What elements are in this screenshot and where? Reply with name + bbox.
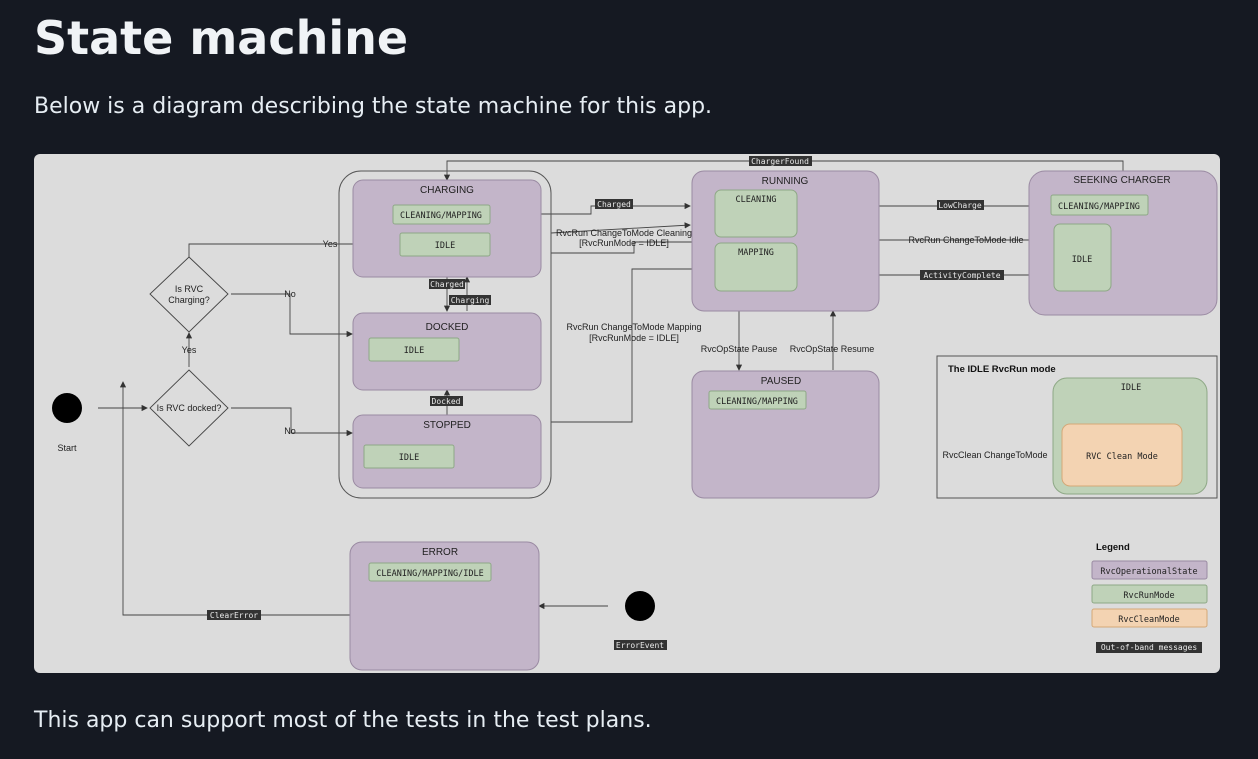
yes-label-mid: Yes bbox=[182, 345, 197, 355]
op-pause-label: RvcOpState Pause bbox=[701, 344, 778, 354]
cmd-cleaning-line1: RvcRun ChangeToMode Cleaning bbox=[556, 228, 692, 238]
rvc-clean-mode-label: RVC Clean Mode bbox=[1086, 452, 1158, 462]
mode-paused-cleaning-mapping-label: CLEANING/MAPPING bbox=[716, 397, 798, 407]
mode-seeking-cleaning-mapping bbox=[1050, 194, 1149, 216]
op-resume-label: RvcOpState Resume bbox=[790, 344, 875, 354]
legend-run-mode bbox=[1091, 584, 1208, 604]
state-running: RUNNING CLEANING MAPPING bbox=[691, 170, 880, 312]
legend-clean-mode bbox=[1091, 608, 1208, 628]
state-machine-svg: CHARGING CLEANING/MAPPING IDLE DOCKED ID… bbox=[52, 156, 1218, 671]
mode-docked-idle-label: IDLE bbox=[404, 346, 424, 356]
event-activity-complete-label: ActivityComplete bbox=[923, 271, 1000, 280]
event-error-event: ErrorEvent bbox=[614, 640, 667, 650]
mode-docked-idle bbox=[368, 337, 460, 362]
mode-seeking-idle bbox=[1053, 223, 1112, 292]
decision-charging-line2: Charging? bbox=[168, 295, 210, 305]
legend-title: Legend bbox=[1096, 542, 1130, 553]
idle-mode-container-label: IDLE bbox=[1121, 383, 1141, 393]
page-title: State machine bbox=[34, 11, 409, 65]
error-event-node bbox=[625, 591, 655, 621]
state-docked: DOCKED IDLE bbox=[352, 312, 542, 391]
outro-paragraph: This app can support most of the tests i… bbox=[34, 708, 652, 733]
state-machine-diagram: CHARGING CLEANING/MAPPING IDLE DOCKED ID… bbox=[34, 154, 1220, 673]
decision-docked-label: Is RVC docked? bbox=[157, 403, 222, 413]
event-clear-error-label: ClearError bbox=[210, 611, 258, 620]
legend-run-mode-label: RvcRunMode bbox=[1123, 591, 1174, 601]
legend-clean-mode-label: RvcCleanMode bbox=[1118, 615, 1179, 625]
decision-is-rvc-docked: Is RVC docked? bbox=[149, 369, 229, 447]
state-seeking-charger-label: SEEKING CHARGER bbox=[1073, 175, 1170, 186]
legend: Legend RvcOperationalState RvcRunMode Rv… bbox=[1091, 542, 1208, 653]
idle-mode-box-title: The IDLE RvcRun mode bbox=[948, 364, 1056, 375]
state-error-label: ERROR bbox=[422, 547, 458, 558]
no-label-bottom: No bbox=[284, 426, 296, 436]
no-label-top: No bbox=[284, 289, 296, 299]
mode-running-mapping-label: MAPPING bbox=[738, 248, 774, 258]
mode-error-cleaning-mapping-idle-label: CLEANING/MAPPING/IDLE bbox=[376, 569, 483, 579]
state-paused: PAUSED CLEANING/MAPPING bbox=[691, 370, 880, 499]
state-stopped-label: STOPPED bbox=[423, 420, 471, 431]
state-docked-label: DOCKED bbox=[426, 322, 469, 333]
event-docked-label: Docked bbox=[432, 397, 461, 406]
clean-change-label: RvcClean ChangeToMode bbox=[942, 450, 1047, 460]
mode-seeking-idle-label: IDLE bbox=[1072, 255, 1092, 265]
event-docked: Docked bbox=[430, 396, 463, 406]
mode-charging-idle bbox=[399, 232, 491, 257]
mode-running-cleaning-label: CLEANING bbox=[736, 195, 777, 205]
mode-seeking-cleaning-mapping-label: CLEANING/MAPPING bbox=[1058, 202, 1140, 212]
event-charger-found-label: ChargerFound bbox=[751, 157, 809, 166]
cmd-mapping-line2: [RvcRunMode = IDLE] bbox=[589, 333, 679, 343]
mode-error-cleaning-mapping-idle bbox=[368, 562, 492, 582]
event-clear-error: ClearError bbox=[207, 610, 261, 620]
state-charging: CHARGING CLEANING/MAPPING IDLE bbox=[352, 179, 542, 278]
decision-is-rvc-charging: Is RVC Charging? bbox=[149, 256, 229, 333]
legend-oob-label: Out-of-band messages bbox=[1101, 643, 1198, 652]
mode-stopped-idle bbox=[363, 444, 455, 469]
legend-oob bbox=[1096, 642, 1202, 653]
event-error-event-label: ErrorEvent bbox=[616, 641, 664, 650]
event-charging-label: Charging bbox=[451, 296, 490, 305]
decision-charging-line1: Is RVC bbox=[175, 284, 204, 294]
cmd-mapping-line1: RvcRun ChangeToMode Mapping bbox=[566, 322, 701, 332]
state-error: ERROR CLEANING/MAPPING/IDLE bbox=[349, 541, 540, 671]
yes-label-top: Yes bbox=[323, 239, 338, 249]
mode-paused-cleaning-mapping bbox=[708, 390, 807, 410]
event-low-charge-label: LowCharge bbox=[938, 201, 982, 210]
state-stopped: STOPPED IDLE bbox=[352, 414, 542, 489]
event-charging: Charging bbox=[449, 295, 491, 305]
idle-mode-box: The IDLE RvcRun mode IDLE RVC Clean Mode… bbox=[936, 355, 1218, 499]
mode-running-mapping bbox=[714, 242, 798, 292]
event-charged-top: Charged bbox=[595, 199, 633, 209]
state-paused-label: PAUSED bbox=[761, 376, 801, 387]
cmd-idle-label: RvcRun ChangeToMode Idle bbox=[908, 235, 1023, 245]
event-charged-mid: Charged bbox=[429, 279, 465, 289]
mode-running-cleaning bbox=[714, 189, 798, 238]
event-charged-mid-label: Charged bbox=[430, 280, 464, 289]
event-charged-top-label: Charged bbox=[597, 200, 631, 209]
state-charging-label: CHARGING bbox=[420, 185, 474, 196]
mode-charging-idle-label: IDLE bbox=[435, 241, 455, 251]
charging-group-container bbox=[338, 170, 552, 499]
mode-charging-cleaning-mapping bbox=[392, 204, 491, 225]
mode-charging-cleaning-mapping-label: CLEANING/MAPPING bbox=[400, 211, 482, 221]
legend-op-state bbox=[1091, 560, 1208, 580]
rvc-clean-mode-box bbox=[1061, 423, 1183, 487]
start-label: Start bbox=[57, 443, 77, 453]
intro-paragraph: Below is a diagram describing the state … bbox=[34, 94, 713, 119]
event-activity-complete: ActivityComplete bbox=[920, 270, 1004, 280]
event-low-charge: LowCharge bbox=[937, 200, 984, 210]
mode-stopped-idle-label: IDLE bbox=[399, 453, 419, 463]
state-seeking-charger: SEEKING CHARGER CLEANING/MAPPING IDLE bbox=[1028, 170, 1218, 316]
start-node bbox=[52, 393, 82, 423]
legend-op-state-label: RvcOperationalState bbox=[1100, 567, 1197, 577]
cmd-cleaning-line2: [RvcRunMode = IDLE] bbox=[579, 238, 669, 248]
state-running-label: RUNNING bbox=[762, 176, 809, 187]
event-charger-found: ChargerFound bbox=[749, 156, 812, 166]
